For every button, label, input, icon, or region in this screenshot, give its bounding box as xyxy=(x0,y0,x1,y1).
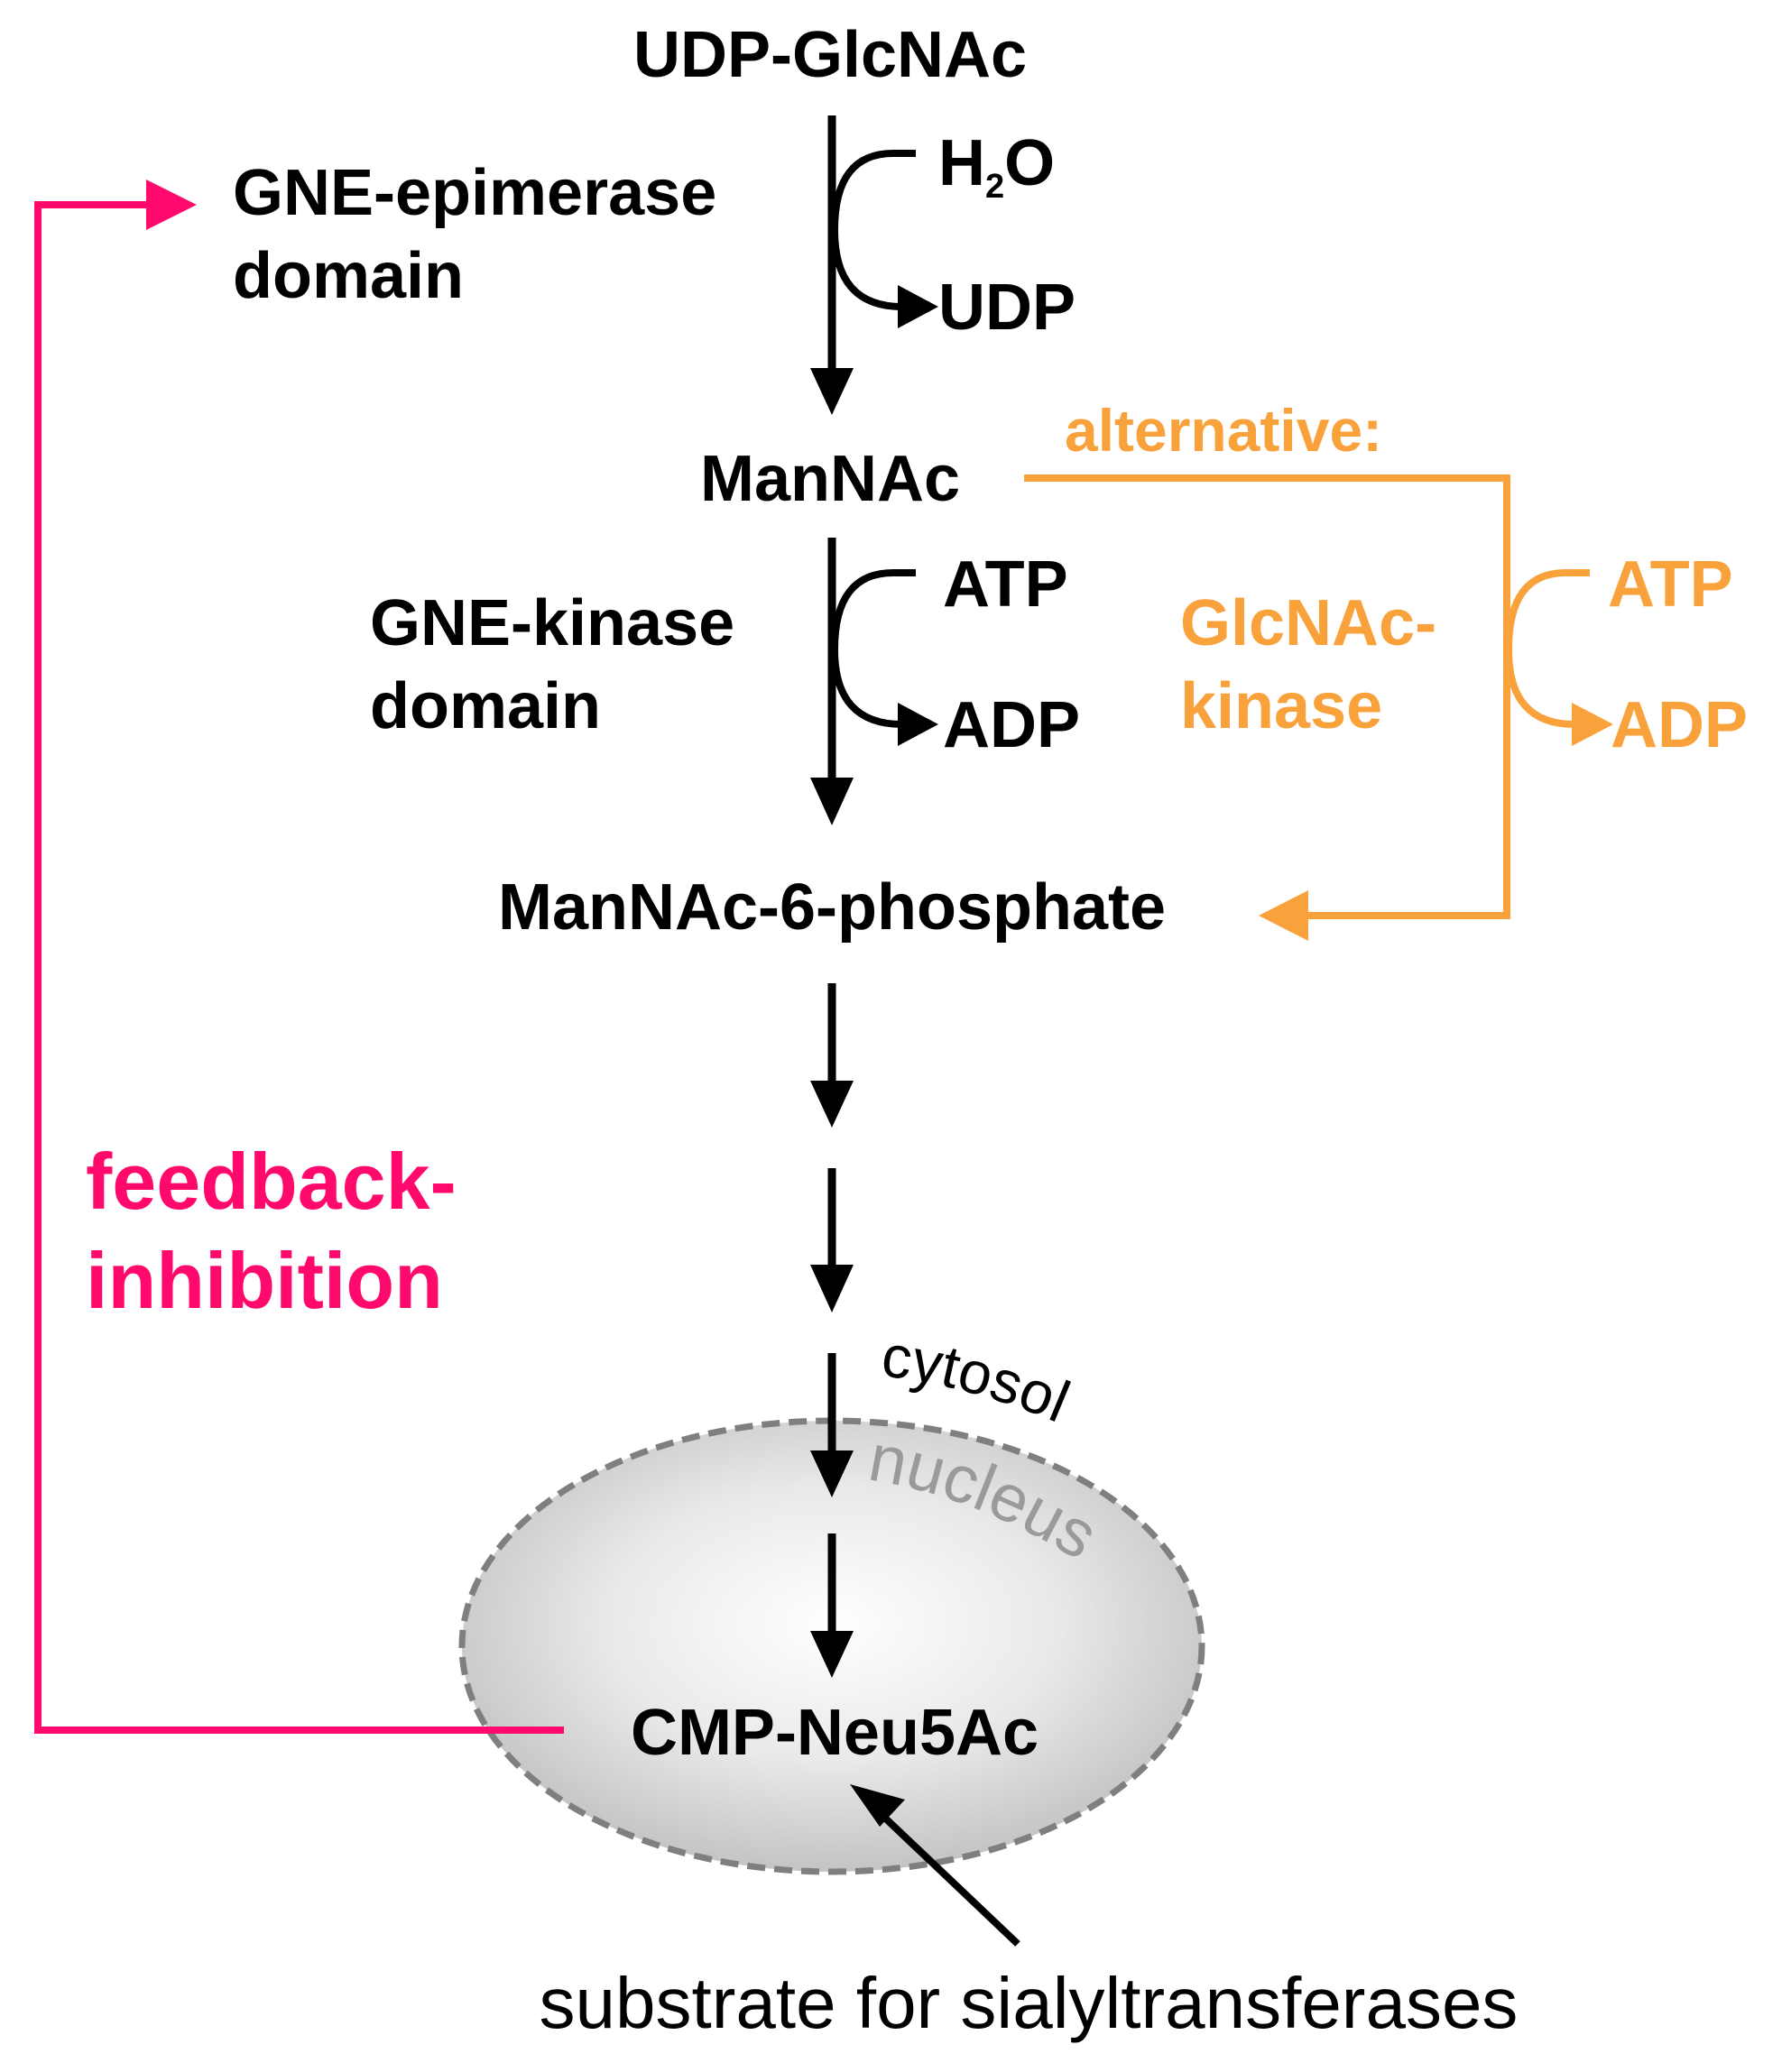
cofactor-udp: UDP xyxy=(938,272,1076,344)
substrate-label: substrate for sialyltransferases xyxy=(540,1963,1519,2043)
molecule-mannac: ManNAc xyxy=(700,443,960,515)
feedback-route xyxy=(34,201,564,1734)
alternative-label: alternative: xyxy=(1065,397,1382,464)
cofactor-arrowheads xyxy=(898,285,938,746)
cofactor-h2o: H2O xyxy=(938,127,1055,206)
cofactor-alt-atp: ATP xyxy=(1608,548,1733,621)
cytosol-label-path: cytosol xyxy=(878,1321,1079,1434)
cofactor-curves xyxy=(830,150,916,728)
molecule-mannac-6-phosphate: ManNAc-6-phosphate xyxy=(498,871,1166,944)
h2o-h: H xyxy=(938,127,985,199)
alternative-route xyxy=(1024,474,1590,919)
cofactor-adp: ADP xyxy=(943,689,1080,761)
enzyme-gne-kinase-line2: domain xyxy=(370,670,601,742)
enzyme-glcnac-kinase-line1: GlcNAc- xyxy=(1180,587,1436,659)
feedback-arrowhead xyxy=(146,180,197,230)
alternative-arrowheads xyxy=(1259,703,1613,941)
feedback-label-line1: feedback- xyxy=(86,1137,457,1226)
molecule-udp-glcnac: UDP-GlcNAc xyxy=(633,19,1027,91)
substrate-arrowhead xyxy=(850,1784,905,1827)
substrate-arrow-line xyxy=(872,1806,1020,1947)
cofactor-atp: ATP xyxy=(943,548,1068,621)
h2o-o: O xyxy=(1004,127,1055,199)
molecule-cmp-neu5ac: CMP-Neu5Ac xyxy=(631,1697,1039,1769)
h2o-subscript: 2 xyxy=(985,168,1004,206)
feedback-label-line2: inhibition xyxy=(86,1236,443,1325)
enzyme-glcnac-kinase-line2: kinase xyxy=(1180,670,1382,742)
enzyme-gne-epimerase-line2: domain xyxy=(233,240,464,312)
enzyme-gne-kinase-line1: GNE-kinase xyxy=(370,587,734,659)
cofactor-alt-adp: ADP xyxy=(1611,689,1748,761)
cytosol-label: cytosol xyxy=(878,1321,1079,1434)
enzyme-gne-epimerase-line1: GNE-epimerase xyxy=(233,157,716,229)
